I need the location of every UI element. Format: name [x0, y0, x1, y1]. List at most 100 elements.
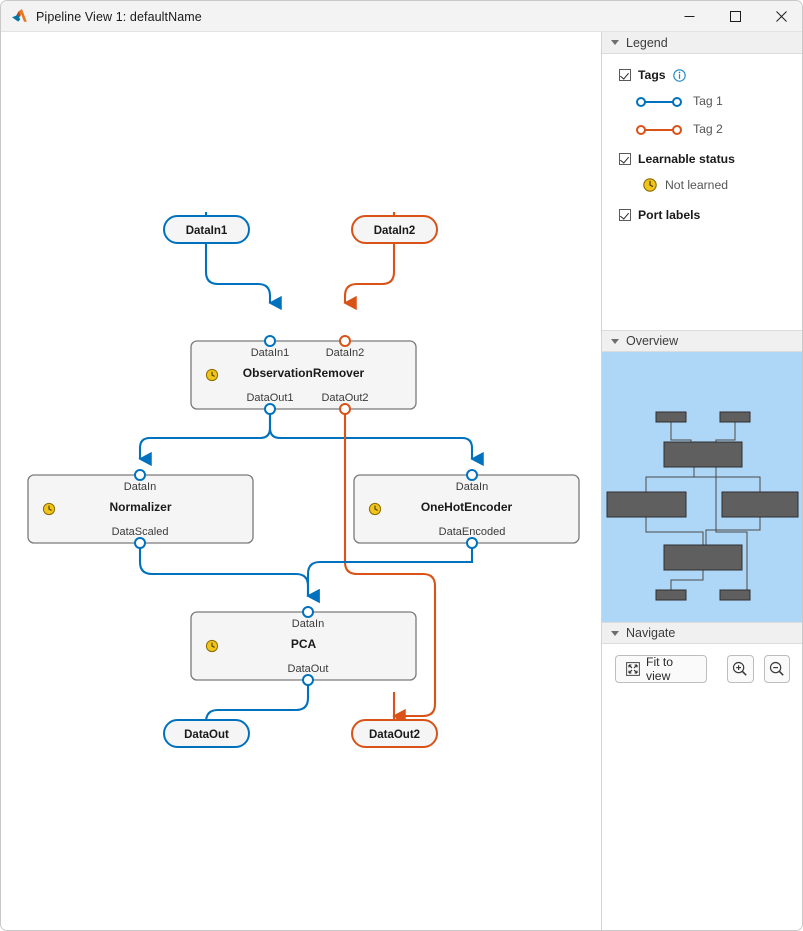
legend-port-labels-row[interactable]: Port labels	[602, 203, 802, 227]
terminal-dataout-label: DataOut	[184, 729, 229, 741]
overview-block-datain2	[719, 411, 751, 423]
overview-block-observationremover	[663, 441, 743, 468]
overview-thumbnail[interactable]	[602, 352, 802, 622]
port-pca-dataout[interactable]	[302, 674, 314, 686]
overview-block-datain1	[655, 411, 687, 423]
matlab-icon	[11, 8, 28, 25]
not-learned-label: Not learned	[665, 178, 729, 192]
legend-learnable-status-row[interactable]: Learnable status	[602, 147, 802, 171]
navigate-body: Fit to view	[602, 644, 802, 924]
window-title: Pipeline View 1: defaultName	[36, 9, 202, 24]
terminal-dataout2[interactable]: DataOut2	[351, 719, 438, 748]
legend-header-label: Legend	[626, 35, 668, 50]
tag-1-line-icon	[635, 95, 683, 107]
overview-header-label: Overview	[626, 334, 679, 348]
node-pca[interactable]: PCA DataIn DataOut	[190, 606, 417, 686]
maximize-button[interactable]	[712, 1, 758, 32]
navigate-section-header[interactable]: Navigate	[602, 622, 802, 644]
title-bar-left: Pipeline View 1: defaultName	[11, 1, 202, 32]
port-labels-checkbox[interactable]	[619, 209, 631, 221]
pca-title: PCA	[291, 637, 317, 651]
observationremover-in-port-1-label: DataIn1	[251, 347, 290, 359]
tags-label: Tags	[638, 68, 666, 82]
terminal-datain1-label: DataIn1	[186, 225, 228, 237]
close-button[interactable]	[758, 1, 802, 32]
title-bar: Pipeline View 1: defaultName	[1, 1, 802, 32]
normalizer-status-icon	[42, 502, 56, 516]
port-observationremover-datain2[interactable]	[339, 335, 351, 347]
info-icon[interactable]	[672, 68, 686, 82]
navigate-header-label: Navigate	[626, 626, 676, 640]
learnable-status-checkbox[interactable]	[619, 153, 631, 165]
port-pca-datain[interactable]	[302, 606, 314, 618]
edge-dataencoded-to-pca	[306, 543, 474, 604]
overview-section-header[interactable]: Overview	[602, 330, 802, 352]
pca-status-icon	[205, 639, 219, 653]
normalizer-title: Normalizer	[109, 500, 171, 514]
edge-dataout1-to-onehotencoder	[268, 410, 484, 467]
observationremover-status-icon	[205, 368, 219, 382]
onehotencoder-out-port-label: DataEncoded	[439, 526, 506, 538]
pipeline-canvas[interactable]: DataIn1 DataIn2 ObservationRemover DataI…	[2, 32, 602, 930]
port-observationremover-dataout2[interactable]	[339, 403, 351, 415]
observationremover-in-port-2-label: DataIn2	[326, 347, 365, 359]
legend-body: Tags Tag 1	[602, 54, 802, 330]
fit-to-view-button[interactable]: Fit to view	[615, 655, 708, 683]
terminal-dataout2-label: DataOut2	[369, 729, 420, 741]
overview-block-dataout2	[719, 589, 751, 601]
pca-out-port-label: DataOut	[288, 663, 329, 675]
minimize-button[interactable]	[666, 1, 712, 32]
chevron-down-icon[interactable]	[611, 40, 619, 45]
legend-section-header[interactable]: Legend	[602, 32, 802, 54]
terminal-datain2[interactable]: DataIn2	[351, 215, 438, 244]
edge-datain1-to-observationremover	[204, 212, 282, 311]
legend-tags-row[interactable]: Tags	[602, 63, 802, 87]
port-observationremover-dataout1[interactable]	[264, 403, 276, 415]
learnable-status-label: Learnable status	[638, 152, 735, 166]
port-observationremover-datain1[interactable]	[264, 335, 276, 347]
legend-not-learned-row: Not learned	[602, 171, 802, 199]
terminal-datain1[interactable]: DataIn1	[163, 215, 250, 244]
onehotencoder-in-port-label: DataIn	[456, 481, 488, 493]
port-onehotencoder-datain[interactable]	[466, 469, 478, 481]
edge-dataout1-to-normalizer	[138, 410, 272, 467]
edge-datain2-to-observationremover	[343, 212, 396, 311]
clock-icon	[643, 178, 657, 192]
edge-datascaled-to-pca	[138, 543, 320, 604]
edge-pca-to-dataout	[204, 680, 310, 738]
observationremover-title: ObservationRemover	[243, 366, 365, 380]
pca-in-port-label: DataIn	[292, 618, 324, 630]
onehotencoder-title: OneHotEncoder	[421, 500, 513, 514]
zoom-in-icon	[733, 661, 748, 676]
tag-2-line-icon	[635, 123, 683, 135]
onehotencoder-status-icon	[368, 502, 382, 516]
node-normalizer[interactable]: Normalizer DataIn DataScaled	[27, 469, 254, 549]
chevron-down-icon[interactable]	[611, 630, 619, 636]
tag-1-label: Tag 1	[693, 94, 723, 108]
normalizer-in-port-label: DataIn	[124, 481, 156, 493]
port-onehotencoder-dataencoded[interactable]	[466, 537, 478, 549]
overview-blocks	[606, 411, 799, 601]
zoom-out-icon	[769, 661, 784, 676]
observationremover-out-port-2-label: DataOut2	[321, 392, 368, 404]
overview-block-dataout	[655, 589, 687, 601]
node-observationremover[interactable]: ObservationRemover DataIn1 DataIn2 DataO…	[190, 335, 417, 415]
zoom-in-button[interactable]	[727, 655, 754, 683]
port-normalizer-datain[interactable]	[134, 469, 146, 481]
side-panel: Legend Tags	[602, 32, 802, 930]
tags-checkbox[interactable]	[619, 69, 631, 81]
zoom-out-button[interactable]	[763, 655, 790, 683]
observationremover-out-port-1-label: DataOut1	[246, 392, 293, 404]
node-onehotencoder[interactable]: OneHotEncoder DataIn DataEncoded	[353, 469, 580, 549]
chevron-down-icon[interactable]	[611, 338, 619, 344]
tag-2-label: Tag 2	[693, 122, 723, 136]
fit-to-view-icon	[626, 662, 640, 676]
window-controls	[666, 1, 802, 32]
overview-block-normalizer	[606, 491, 687, 518]
fit-to-view-label: Fit to view	[646, 655, 674, 683]
overview-block-pca	[663, 544, 743, 571]
port-normalizer-datascaled[interactable]	[134, 537, 146, 549]
legend-tag-2-row: Tag 2	[602, 115, 802, 143]
terminal-dataout[interactable]: DataOut	[163, 719, 250, 748]
